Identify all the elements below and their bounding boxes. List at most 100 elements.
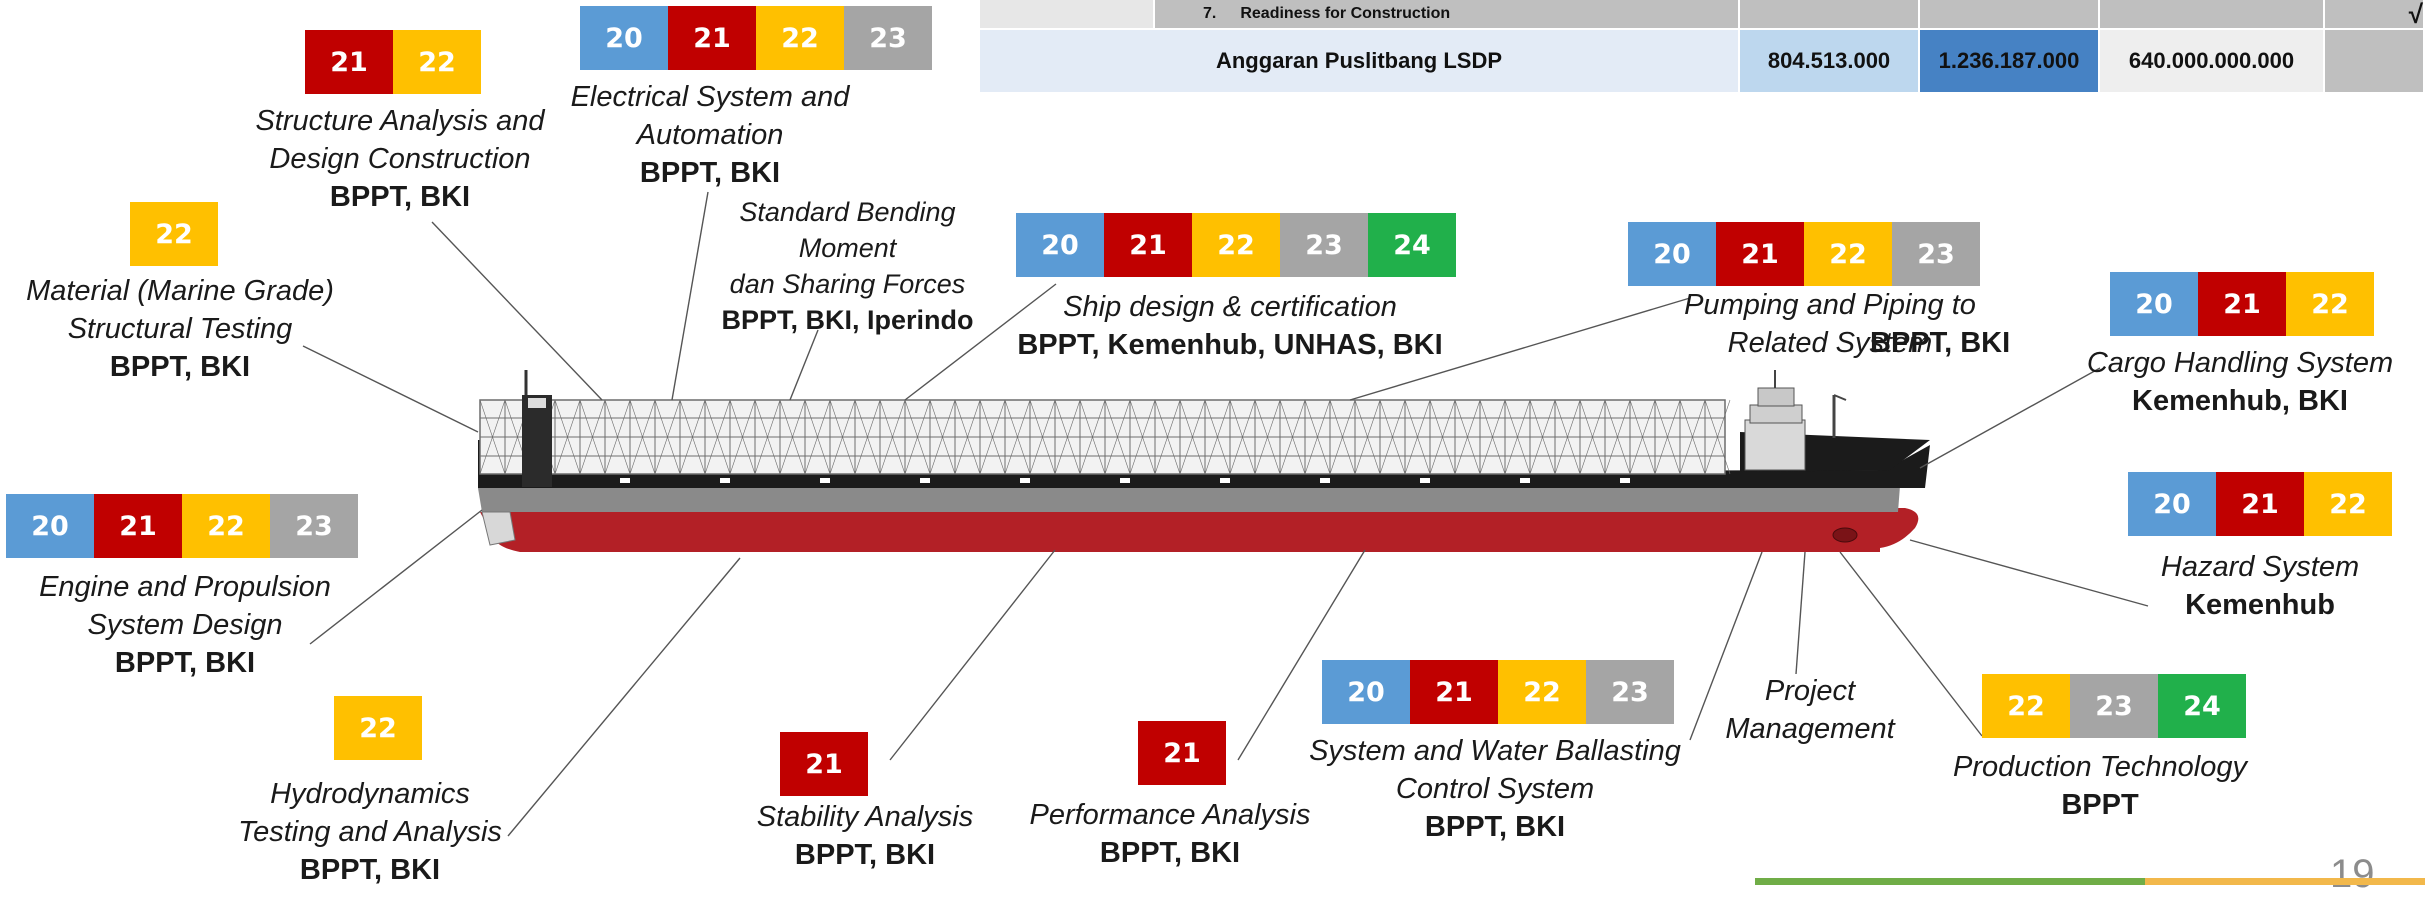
item-org: BPPT, BKI bbox=[1870, 327, 2011, 359]
year-badge-22: 22 bbox=[2286, 272, 2374, 336]
item-org: BPPT, BKI bbox=[639, 157, 781, 189]
budget-value: 804.513.000 bbox=[1767, 48, 1891, 73]
item-title: Material (Marine Grade) Structural Testi… bbox=[26, 275, 334, 345]
item-water-ballasting: System and Water Ballasting Control Syst… bbox=[1300, 732, 1690, 846]
year-badge-24: 24 bbox=[1368, 213, 1456, 277]
item-org: BPPT, BKI bbox=[299, 854, 441, 886]
item-org: BPPT bbox=[2061, 789, 2139, 821]
leader-line bbox=[1919, 367, 2101, 469]
year-badge-20: 20 bbox=[1016, 213, 1104, 277]
year-badge-22: 22 bbox=[182, 494, 270, 558]
item-title: Engine and Propulsion System Design bbox=[39, 571, 331, 641]
item-org: BPPT, BKI bbox=[329, 181, 471, 213]
year-badge-23: 23 bbox=[1892, 222, 1980, 286]
year-badge-23: 23 bbox=[844, 6, 932, 70]
budget-label: Anggaran Puslitbang LSDP bbox=[1215, 48, 1503, 73]
year-badge-21: 21 bbox=[305, 30, 393, 94]
year-badge-22: 22 bbox=[1498, 660, 1586, 724]
year-badge-20: 20 bbox=[580, 6, 668, 70]
leader-line bbox=[1909, 539, 2149, 607]
year-badge-21: 21 bbox=[1104, 213, 1192, 277]
item-org: BPPT, BKI bbox=[1099, 837, 1241, 869]
item-cargo-handling: Cargo Handling System Kemenhub, BKI bbox=[2080, 344, 2400, 420]
year-badge-21: 21 bbox=[94, 494, 182, 558]
leader-line bbox=[1839, 551, 1983, 737]
item-org: BPPT, BKI, Iperindo bbox=[721, 305, 974, 335]
year-badge-21: 21 bbox=[1138, 721, 1226, 785]
year-badges: 22 bbox=[334, 696, 422, 760]
year-badges: 21 bbox=[780, 732, 868, 796]
budget-label-cell: Anggaran Puslitbang LSDP bbox=[980, 30, 1740, 94]
item-org: BPPT, BKI bbox=[114, 647, 256, 679]
item-performance-analysis: Performance Analysis BPPT, BKI bbox=[1010, 796, 1330, 872]
item-org: Kemenhub, BKI bbox=[2132, 385, 2348, 417]
table-cell-overflow: √ bbox=[2325, 0, 2425, 30]
item-stability-analysis: Stability Analysis BPPT, BKI bbox=[720, 798, 1010, 874]
leader-line bbox=[1349, 297, 1691, 401]
table-cell-blank bbox=[980, 0, 1155, 30]
budget-value-cell: 1.236.187.000 bbox=[1920, 30, 2100, 94]
year-badge-20: 20 bbox=[6, 494, 94, 558]
budget-table: 7. Readiness for Construction √ Anggaran… bbox=[980, 0, 2425, 94]
item-title: Cargo Handling System bbox=[2086, 347, 2394, 379]
leader-line bbox=[1689, 551, 1763, 741]
table-cell-label: 7. Readiness for Construction bbox=[1155, 0, 1740, 30]
item-title: Project Management bbox=[1725, 675, 1895, 745]
item-title: Ship design & certification bbox=[1063, 291, 1397, 323]
table-row: 7. Readiness for Construction √ bbox=[980, 0, 2425, 30]
year-badge-23: 23 bbox=[1280, 213, 1368, 277]
item-title: Performance Analysis bbox=[1029, 799, 1311, 831]
item-electrical-system: Electrical System and Automation BPPT, B… bbox=[560, 78, 860, 192]
leader-line bbox=[904, 283, 1057, 401]
year-badge-22: 22 bbox=[1192, 213, 1280, 277]
year-badge-21: 21 bbox=[1410, 660, 1498, 724]
overflow-mark: √ bbox=[2408, 0, 2423, 29]
item-org: BPPT, Kemenhub, UNHAS, BKI bbox=[1017, 329, 1443, 361]
leader-line bbox=[889, 549, 1056, 761]
table-cell bbox=[2100, 0, 2325, 30]
year-badge-22: 22 bbox=[756, 6, 844, 70]
year-badge-21: 21 bbox=[1716, 222, 1804, 286]
budget-value: 1.236.187.000 bbox=[1938, 48, 2080, 73]
year-badge-20: 20 bbox=[2128, 472, 2216, 536]
item-title: Electrical System and Automation bbox=[570, 81, 850, 151]
budget-value: 640.000.000.000 bbox=[2128, 48, 2295, 73]
year-badge-22: 22 bbox=[1982, 674, 2070, 738]
item-hydrodynamics: Hydrodynamics Testing and Analysis BPPT,… bbox=[210, 775, 530, 889]
year-badge-21: 21 bbox=[780, 732, 868, 796]
year-badges: 22 bbox=[130, 202, 218, 266]
year-badge-22: 22 bbox=[2304, 472, 2392, 536]
year-badge-20: 20 bbox=[1628, 222, 1716, 286]
budget-value-cell: 640.000.000.000 bbox=[2100, 30, 2325, 94]
leader-line bbox=[431, 221, 603, 401]
year-badge-22: 22 bbox=[1804, 222, 1892, 286]
item-org: Kemenhub bbox=[2185, 589, 2335, 621]
budget-value-cell: 804.513.000 bbox=[1740, 30, 1920, 94]
year-badge-20: 20 bbox=[1322, 660, 1410, 724]
item-standard-bending-moment: Standard Bending Moment dan Sharing Forc… bbox=[715, 194, 980, 338]
year-badge-23: 23 bbox=[270, 494, 358, 558]
page-number: 19 bbox=[2330, 852, 2375, 896]
row-label: Readiness for Construction bbox=[1240, 5, 1451, 22]
footer-bar-gold bbox=[2145, 878, 2425, 885]
item-title: Stability Analysis bbox=[756, 801, 974, 833]
item-engine-propulsion: Engine and Propulsion System Design BPPT… bbox=[20, 568, 350, 682]
leader-line bbox=[309, 509, 483, 645]
leader-line bbox=[671, 191, 709, 401]
footer-bar-green bbox=[1755, 878, 2145, 885]
year-badge-22: 22 bbox=[393, 30, 481, 94]
leader-line bbox=[1237, 549, 1366, 761]
year-badge-23: 23 bbox=[2070, 674, 2158, 738]
leader-line bbox=[507, 557, 741, 837]
item-org: BPPT, BKI bbox=[109, 351, 251, 383]
